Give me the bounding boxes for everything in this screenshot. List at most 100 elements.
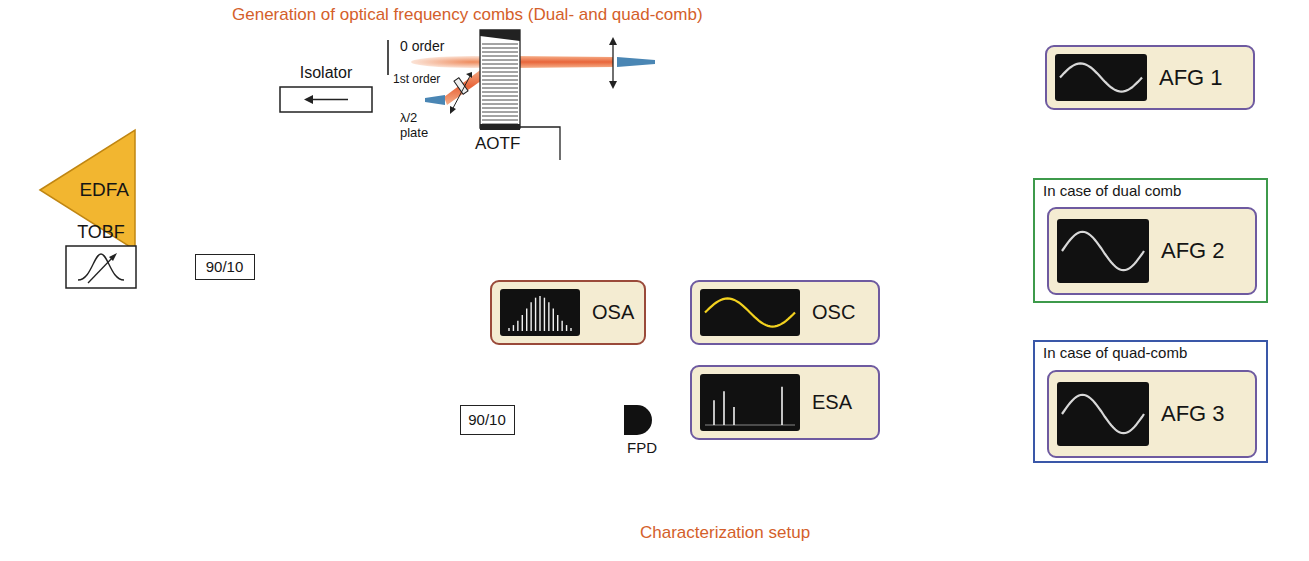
detector-name: FPD xyxy=(627,439,657,456)
instrument-name: ESA xyxy=(812,391,852,414)
signal-wire xyxy=(662,402,690,415)
optics-label: 1st order xyxy=(393,73,440,87)
rf-combiner xyxy=(850,180,920,220)
comb-line xyxy=(539,296,540,331)
instrument-screen xyxy=(1057,219,1149,283)
aotf-crystal xyxy=(480,30,520,128)
grating-line xyxy=(482,72,518,73)
comb-line xyxy=(530,302,531,331)
instrument-name: OSA xyxy=(592,301,634,324)
frame-caption: In case of quad-comb xyxy=(1043,344,1187,361)
tuning-arrow xyxy=(109,253,117,261)
comb-line xyxy=(570,328,571,331)
instrument-screen xyxy=(1055,54,1147,101)
tunable-filter: TOBF xyxy=(66,222,136,290)
comb-line xyxy=(544,298,545,331)
node-shape xyxy=(425,28,655,160)
signal-wire xyxy=(560,145,1047,240)
optical-fiber xyxy=(135,100,280,190)
collimator xyxy=(425,95,445,105)
sine-trace xyxy=(705,298,795,326)
node-shape xyxy=(692,367,882,442)
optical-fiber xyxy=(372,98,425,102)
grating-line xyxy=(482,96,518,97)
beam-stop xyxy=(387,40,389,75)
filter-body xyxy=(66,246,136,288)
grating-line xyxy=(482,56,518,57)
optical-fiber xyxy=(515,418,622,422)
node-shape xyxy=(1047,47,1257,112)
grating-line xyxy=(482,48,518,49)
isolator-name: Isolator xyxy=(300,64,352,82)
coupler-label: 90/10 xyxy=(206,258,244,275)
comb-line xyxy=(548,302,549,331)
region-title: Generation of optical frequency combs (D… xyxy=(232,5,703,25)
electrical-spectrum-analyzer: ESA xyxy=(690,365,880,440)
spectrum-peak xyxy=(723,391,725,425)
dual-comb-frame: In case of dual combAFG 2 xyxy=(1033,178,1268,303)
region-ground xyxy=(5,5,1305,555)
input-beam xyxy=(515,56,613,68)
amplifier-name: EDFA xyxy=(79,179,129,201)
instrument-screen xyxy=(1057,382,1149,446)
grating-line xyxy=(482,84,518,85)
comb-line xyxy=(526,309,527,331)
optical-fiber xyxy=(240,275,460,420)
optics-label: λ/2 plate xyxy=(400,111,440,141)
grating-line xyxy=(482,108,518,109)
lens xyxy=(609,81,617,89)
spectrum-peak xyxy=(781,387,783,425)
rf-combiner xyxy=(760,125,830,165)
node-shape xyxy=(1049,372,1259,460)
input-arrowhead xyxy=(831,133,929,214)
comb-line xyxy=(553,309,554,331)
instrument-name: AFG 1 xyxy=(1159,65,1223,90)
signal-wire xyxy=(560,110,1150,175)
sine-trace xyxy=(1060,63,1142,91)
function-generator: AFG 1 xyxy=(1045,45,1255,110)
comb-line xyxy=(566,325,567,331)
grating-line xyxy=(482,64,518,65)
grating-line xyxy=(482,68,518,69)
half-wave-plate xyxy=(454,78,468,95)
isolator-arrow xyxy=(310,99,348,101)
grating-line xyxy=(482,104,518,105)
polarization-arrow xyxy=(450,106,456,114)
optical-fiber xyxy=(505,345,530,405)
optical-fiber xyxy=(255,62,940,262)
optical-spectrum-analyzer: OSA xyxy=(490,280,646,345)
grating-line xyxy=(482,52,518,53)
comb-line xyxy=(535,298,536,331)
absorber xyxy=(480,30,520,41)
comb-line xyxy=(522,315,523,331)
comb-line xyxy=(517,321,518,331)
function-generator: AFG 3 xyxy=(1047,370,1257,458)
lens xyxy=(609,37,617,45)
characterization-region: Characterization setup OSA OSC 90/10FPD ESA xyxy=(450,268,1010,555)
fiber-coupler: 90/10 xyxy=(460,405,515,435)
aotf-filter: AOTF xyxy=(425,28,655,160)
photodiode-symbol xyxy=(624,405,652,435)
coupler-label: 90/10 xyxy=(468,411,506,428)
polarization-arrow xyxy=(466,72,472,78)
grating-line xyxy=(482,88,518,89)
comb-line xyxy=(508,328,509,331)
isolator-arrow xyxy=(304,95,313,104)
isolator-body xyxy=(280,87,372,112)
fiber-coupler: 90/10 xyxy=(195,254,255,280)
grating-line xyxy=(482,120,518,121)
sine-trace xyxy=(1062,232,1144,270)
polarization-arrow xyxy=(452,76,470,110)
collimator xyxy=(617,57,655,67)
instrument-name: OSC xyxy=(812,301,855,324)
instrument-name: AFG 3 xyxy=(1161,401,1225,426)
region-title: Characterization setup xyxy=(640,523,810,543)
grating-line xyxy=(482,76,518,77)
grating-line xyxy=(482,92,518,93)
sine-trace xyxy=(1062,395,1144,433)
optics-label: 0 order xyxy=(400,38,444,54)
region-ground xyxy=(450,268,1010,555)
amplifier-triangle xyxy=(40,130,135,250)
lens xyxy=(612,42,613,84)
